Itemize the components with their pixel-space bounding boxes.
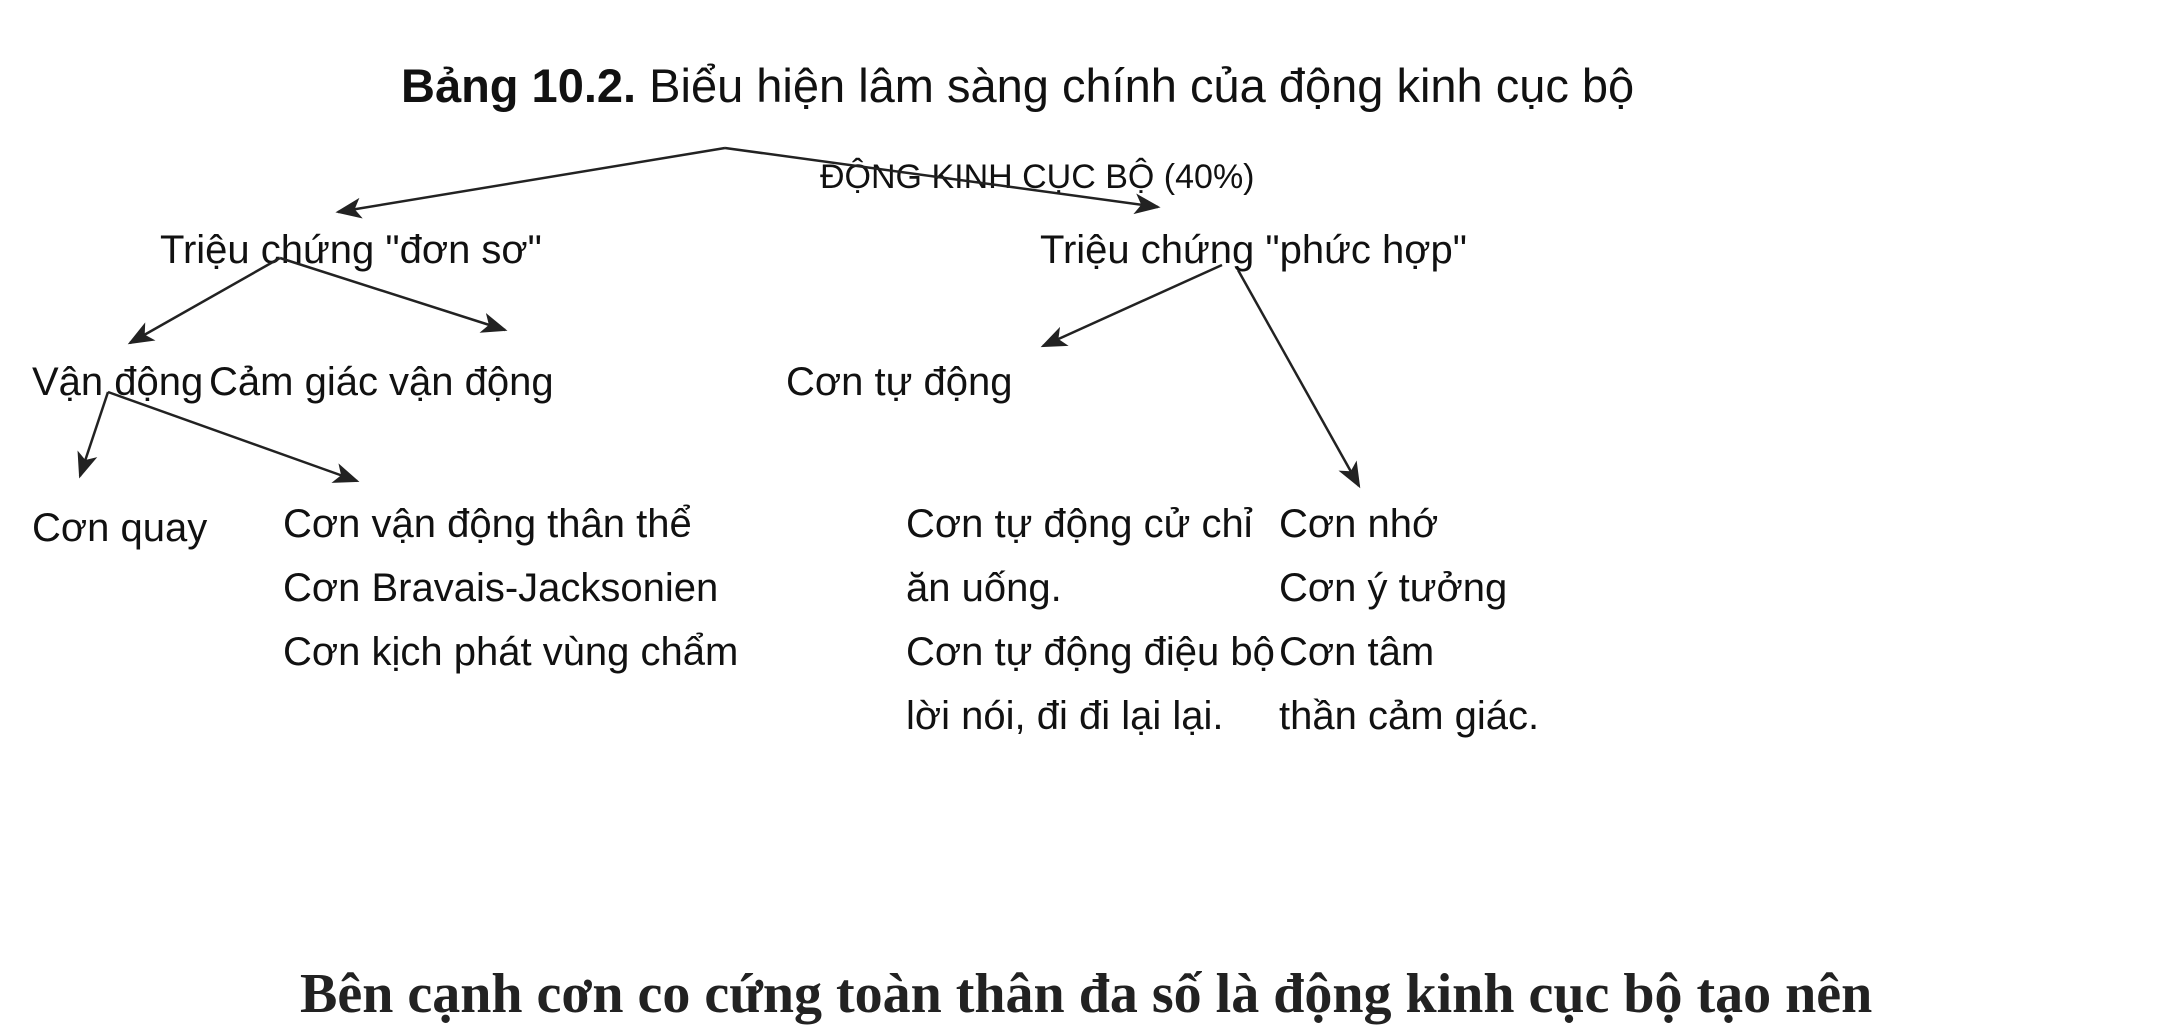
edge-root-to-simple	[335, 146, 726, 219]
leaf-line: Cơn tự động cử chỉ	[906, 502, 1253, 546]
leaf-line: Cơn kịch phát vùng chẩm	[283, 630, 739, 674]
cut-off-body-text: Bên cạnh cơn co cứng toàn thân đa số là …	[300, 963, 1873, 1025]
leaf-line: thần cảm giác.	[1279, 694, 1540, 738]
edge-motor-to-rotation	[77, 391, 110, 479]
leaf-line: Cơn tự động điệu bộ	[906, 630, 1275, 674]
node-sensory-motor: Cảm giác vận động	[209, 360, 554, 404]
leaf-line: Cơn tâm	[1279, 630, 1435, 674]
edge-simple-to-motor	[127, 256, 281, 345]
somatic-seizures-block: Cơn vận động thân thể Cơn Bravais-Jackso…	[283, 492, 738, 684]
root-node: ĐỘNG KINH CỤC BỘ (40%)	[820, 158, 1255, 196]
edge-root-to-complex	[724, 146, 1161, 215]
tree-edges	[77, 146, 1361, 489]
table-caption: Bảng 10.2. Biểu hiện lâm sàng chính của …	[401, 62, 1634, 109]
caption-label: Bảng 10.2.	[401, 59, 637, 112]
leaf-line: ăn uống.	[906, 566, 1062, 610]
node-complex-symptoms: Triệu chứng "phức hợp"	[1040, 228, 1467, 272]
leaf-line: lời nói, đi đi lại lại.	[906, 694, 1224, 738]
caption-text: Biểu hiện lâm sàng chính của động kinh c…	[636, 59, 1635, 112]
leaf-line: Cơn vận động thân thể	[283, 502, 692, 546]
node-simple-symptoms: Triệu chứng "đơn sơ"	[160, 228, 542, 272]
edge-motor-to-somatic	[107, 390, 360, 483]
leaf-line: Cơn ý tưởng	[1279, 566, 1508, 610]
leaf-line: Cơn nhớ	[1279, 502, 1439, 546]
edge-complex-to-automatism	[1040, 263, 1223, 348]
leaf-line: Cơn Bravais-Jacksonien	[283, 566, 719, 610]
edge-simple-to-sensory	[279, 256, 508, 333]
automatism-types-block: Cơn tự động cử chỉ ăn uống. Cơn tự động …	[906, 492, 1275, 748]
edge-complex-to-psychic	[1236, 269, 1361, 489]
node-rotation-seizure: Cơn quay	[32, 506, 208, 550]
psychic-seizures-block: Cơn nhớ Cơn ý tưởng Cơn tâm thần cảm giá…	[1279, 492, 1539, 748]
node-automatism: Cơn tự động	[786, 360, 1013, 404]
